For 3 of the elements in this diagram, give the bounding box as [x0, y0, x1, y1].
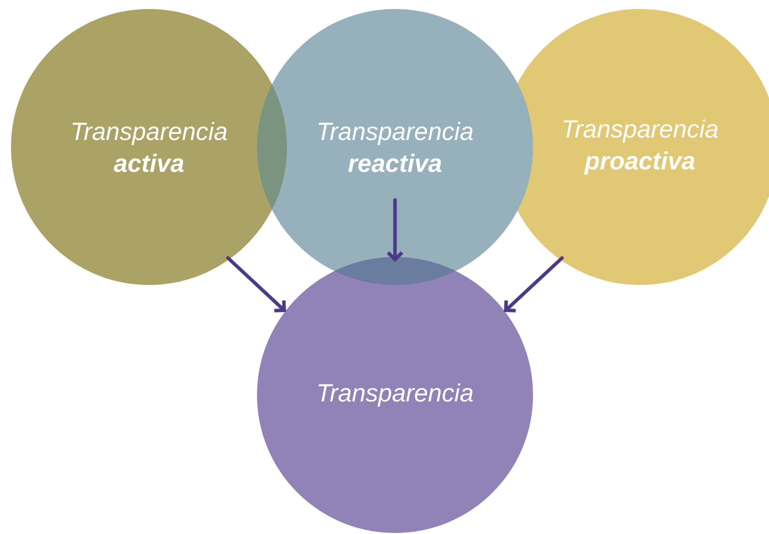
arrow [504, 256, 564, 312]
arrow [226, 256, 286, 312]
arrow [386, 198, 404, 262]
